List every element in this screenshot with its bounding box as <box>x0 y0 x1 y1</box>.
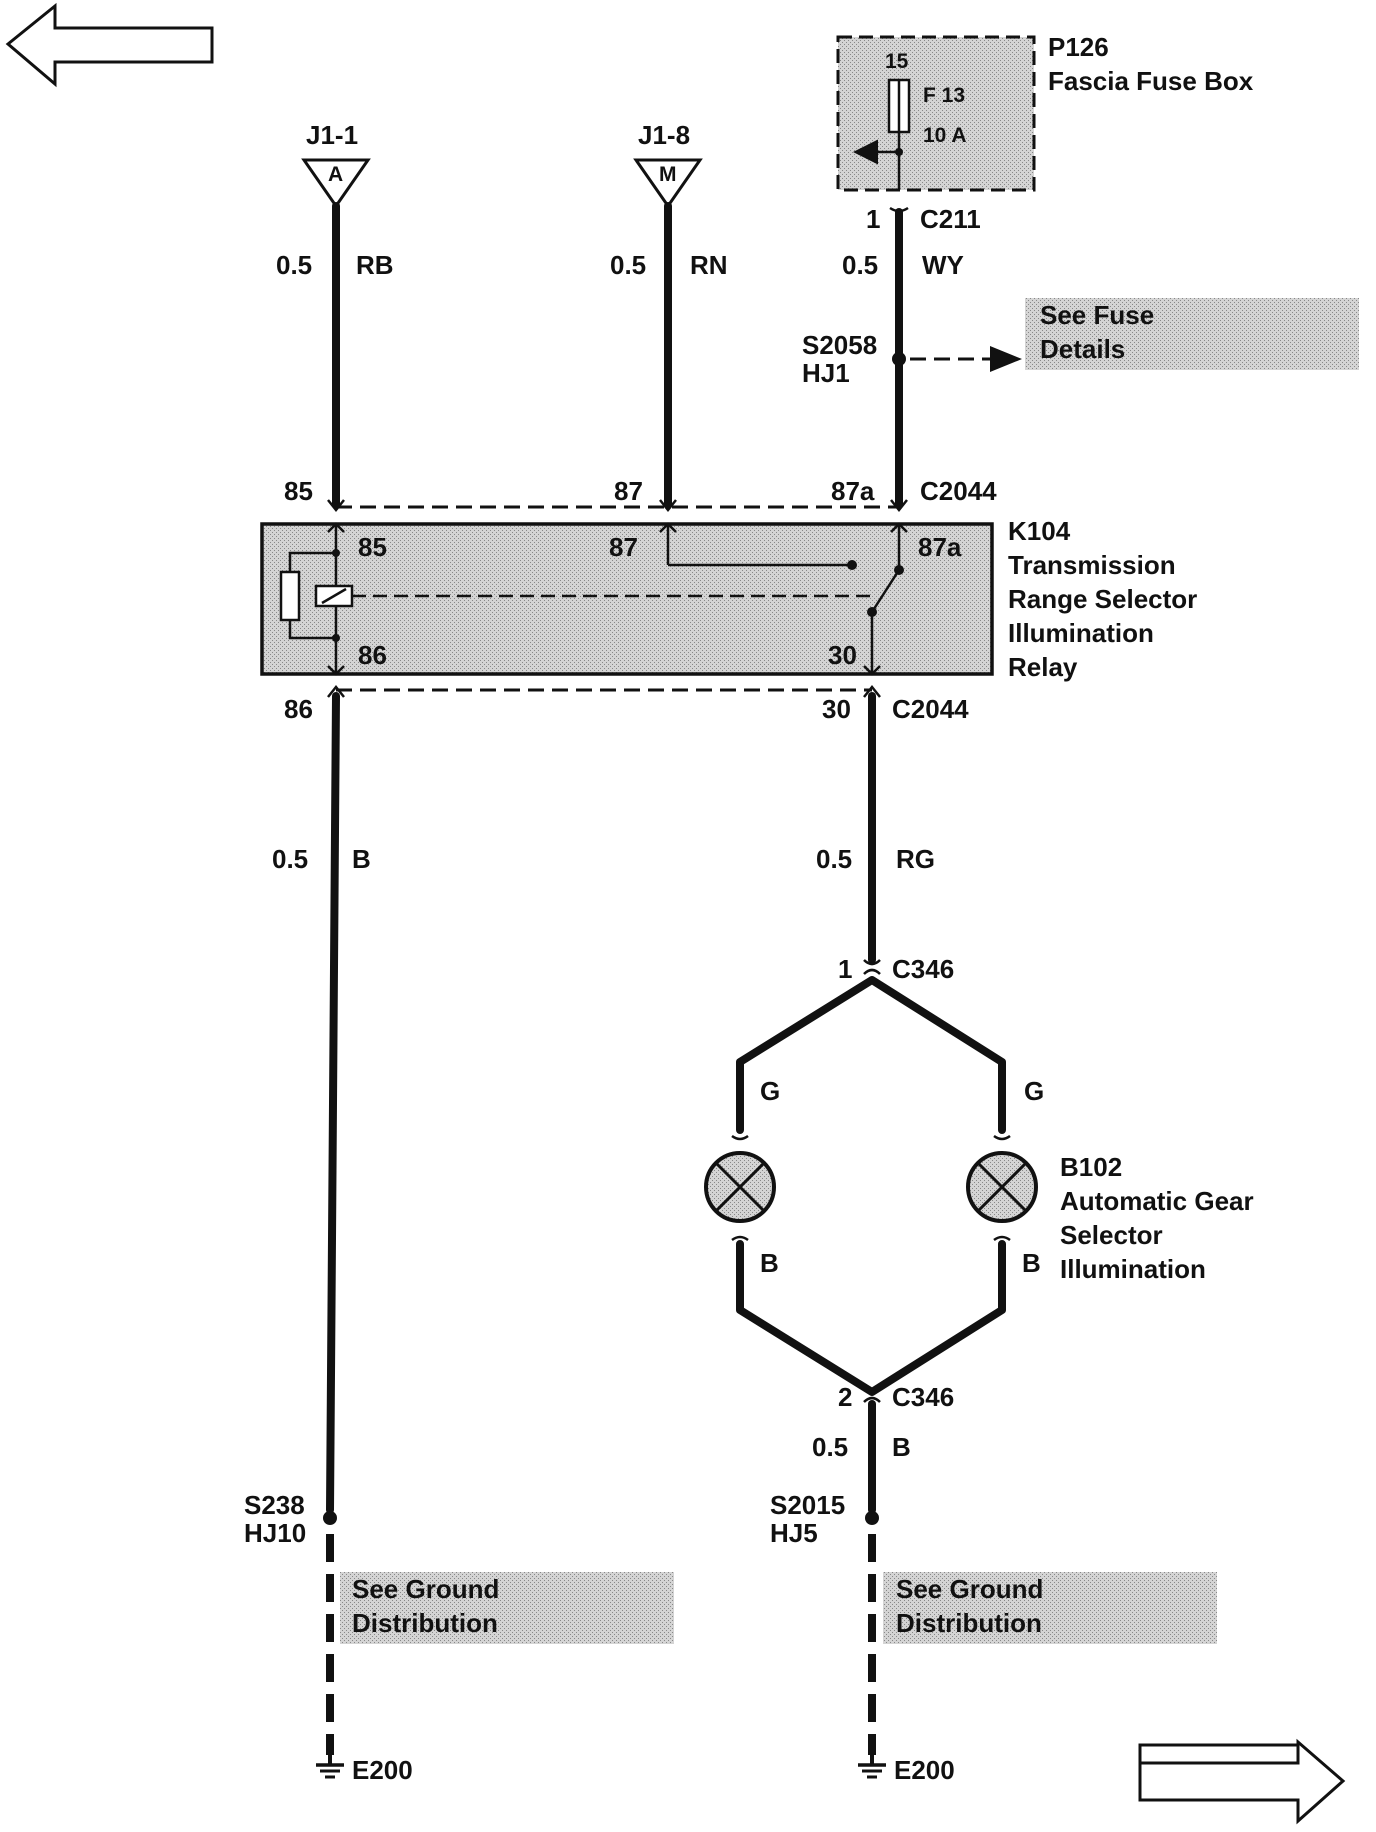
splice-s2058 <box>892 352 906 366</box>
splice-s2058-id: S2058 <box>802 330 877 360</box>
lamp-name-3: Illumination <box>1060 1254 1206 1284</box>
relay-pin87a: 87a <box>918 532 962 562</box>
c2044-top-pin87: 87 <box>614 476 643 506</box>
relay-pin85: 85 <box>358 532 387 562</box>
lamp-left-top-color: G <box>760 1076 780 1106</box>
fuse-rating: 10 A <box>923 124 967 147</box>
splice-s2058-harness: HJ1 <box>802 358 850 388</box>
fuse-details-line2: Details <box>1040 334 1125 364</box>
wire-b-right-color: B <box>892 1432 911 1462</box>
relay-id: K104 <box>1008 516 1071 546</box>
j1-1-letter: A <box>328 163 343 186</box>
relay-name-1: Transmission <box>1008 550 1176 580</box>
splice-s2015-id: S2015 <box>770 1490 845 1520</box>
relay-name-3: Illumination <box>1008 618 1154 648</box>
relay-pin30: 30 <box>828 640 857 670</box>
fuse-box-id: P126 <box>1048 32 1109 62</box>
c346-bottom-label: C346 <box>892 1382 954 1412</box>
fuse-details-line1: See Fuse <box>1040 300 1154 330</box>
wire-b-left <box>326 692 340 1514</box>
j1-8-connector-icon <box>633 158 703 209</box>
c346-bottom-pin: 2 <box>838 1382 852 1412</box>
j1-8-label: J1-8 <box>638 120 690 150</box>
ground-ref-left-line1: See Ground <box>352 1574 499 1604</box>
next-page-arrow-shape[interactable] <box>1138 1738 1346 1825</box>
c346-top-pin: 1 <box>838 954 852 984</box>
relay-name-2: Range Selector <box>1008 584 1197 614</box>
wire-rb-color: RB <box>356 250 394 280</box>
lamp-name-2: Selector <box>1060 1220 1163 1250</box>
j1-8-letter: M <box>659 163 677 186</box>
splice-s238-id: S238 <box>244 1490 305 1520</box>
wire-rn-gauge: 0.5 <box>610 250 646 280</box>
relay-resistor-icon <box>279 570 301 622</box>
c2044-top-label: C2044 <box>920 476 997 506</box>
wire-rn-color: RN <box>690 250 728 280</box>
wire-rg-color: RG <box>896 844 935 874</box>
fuse-box-outline <box>836 35 1036 192</box>
ground-ref-left[interactable] <box>340 1572 674 1644</box>
splice-s238-harness: HJ10 <box>244 1518 306 1548</box>
lamp-branch-bottom <box>736 1240 1006 1396</box>
wire-b-left-gauge: 0.5 <box>272 844 308 874</box>
fuse-box-name: Fascia Fuse Box <box>1048 66 1254 96</box>
relay-pin87: 87 <box>609 532 638 562</box>
ground-ref-right-line2: Distribution <box>896 1608 1042 1638</box>
fuse-box-pin: 15 <box>885 50 909 73</box>
splice-s2015-harness: HJ5 <box>770 1518 818 1548</box>
relay-pin86: 86 <box>358 640 387 670</box>
ground-right-icon <box>858 1755 886 1779</box>
lamp-right-top-color: G <box>1024 1076 1044 1106</box>
ground-left-icon <box>316 1755 344 1779</box>
lamp-right-bottom-color: B <box>1022 1248 1041 1278</box>
wire-rg-gauge: 0.5 <box>816 844 852 874</box>
splice-s238 <box>323 1511 337 1525</box>
lamp-left-icon <box>704 1151 776 1223</box>
c2044-bottom-pin30: 30 <box>822 694 851 724</box>
c346-top-label: C346 <box>892 954 954 984</box>
wire-wy-color: WY <box>922 250 964 280</box>
relay-name-4: Relay <box>1008 652 1078 682</box>
j1-1-label: J1-1 <box>306 120 358 150</box>
j1-1-connector-icon <box>301 158 371 209</box>
previous-page-arrow-icon[interactable] <box>5 2 214 88</box>
ground-left-label: E200 <box>352 1755 413 1785</box>
c2044-bottom-label: C2044 <box>892 694 969 724</box>
lamp-left-bottom-color: B <box>760 1248 779 1278</box>
c2044-bottom-pin86: 86 <box>284 694 313 724</box>
c211-label: C211 <box>920 204 981 234</box>
splice-s2015 <box>865 1511 879 1525</box>
lamp-right-icon <box>966 1151 1038 1223</box>
wire-b-left-color: B <box>352 844 371 874</box>
fuse-number: F 13 <box>923 84 965 107</box>
ground-ref-right-line1: See Ground <box>896 1574 1043 1604</box>
lamp-name-1: Automatic Gear <box>1060 1186 1254 1216</box>
lamp-id: B102 <box>1060 1152 1122 1182</box>
relay-k104-body <box>260 522 994 676</box>
fuse-details-reference[interactable] <box>1025 298 1359 370</box>
c2044-top-pin85: 85 <box>284 476 313 506</box>
c211-pin: 1 <box>866 204 880 234</box>
ground-ref-left-line2: Distribution <box>352 1608 498 1638</box>
lamp-branch-top <box>736 976 1006 1134</box>
wire-rb-gauge: 0.5 <box>276 250 312 280</box>
ground-ref-right[interactable] <box>883 1572 1217 1644</box>
c2044-top-pin87a: 87a <box>831 476 875 506</box>
wire-wy-gauge: 0.5 <box>842 250 878 280</box>
wire-b-right-gauge: 0.5 <box>812 1432 848 1462</box>
ground-right-label: E200 <box>894 1755 955 1785</box>
